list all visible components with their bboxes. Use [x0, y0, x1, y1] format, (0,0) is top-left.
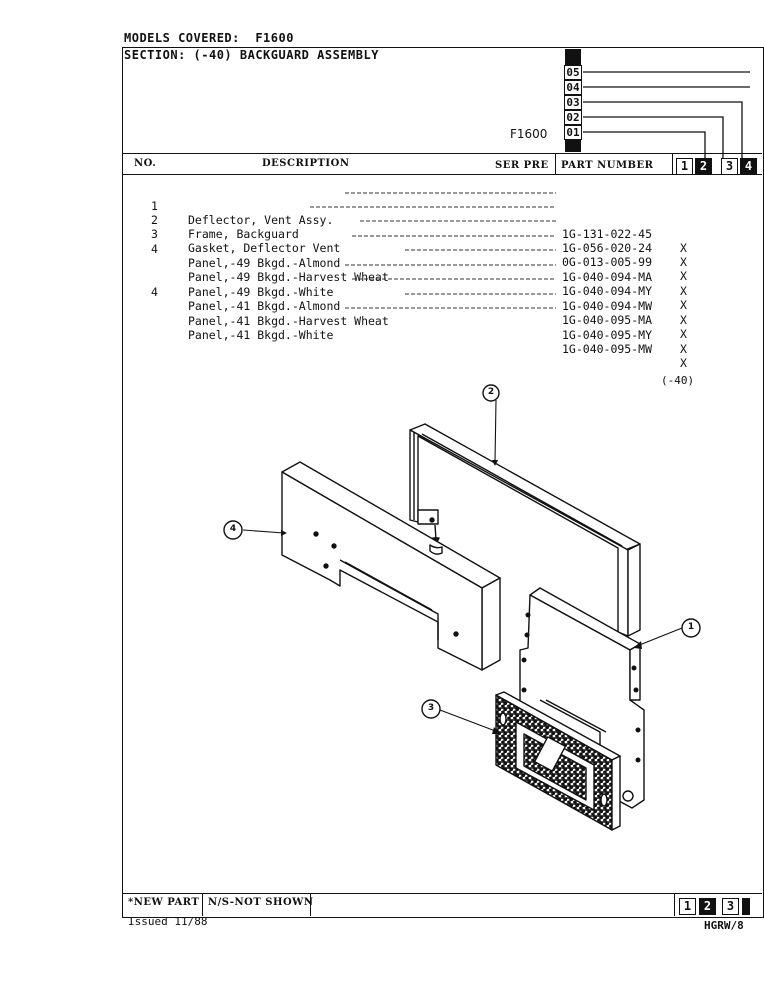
footer-col-2: 2 — [699, 898, 716, 915]
part-row: Panel,-49 Bkgd.-White 1G-040-094-MW X — [0, 257, 687, 341]
part-no: 3 — [151, 227, 158, 241]
part-mark: X — [680, 342, 687, 356]
part-description: Panel,-49 Bkgd.-Almond — [188, 256, 341, 270]
part-row: 4 Panel,-49 Bkgd.-Almond 1G-040-094-MA X — [0, 228, 687, 312]
part-row: Panel,-41 Bkgd.-Harvest Wheat 1G-040-095… — [0, 286, 687, 370]
models-covered: MODELS COVERED: F1600 — [124, 31, 294, 45]
part-number: 1G-040-094-MA — [562, 270, 653, 284]
footer-col-1: 1 — [679, 898, 696, 915]
col-description: DESCRIPTION — [262, 158, 350, 169]
part-row: 4 Panel,-41 Bkgd.-Almond 1G-040-095-MA X — [0, 271, 687, 355]
col-no: NO. — [134, 158, 157, 169]
part-mark: X — [680, 313, 687, 327]
panel-backguard-shape — [281, 461, 501, 671]
part-description: Panel,-49 Bkgd.-White — [188, 285, 334, 299]
part-row: 2 Frame, Backguard 1G-056-020-24 X — [0, 199, 687, 283]
col-divider-part — [672, 153, 673, 174]
part-row: Panel,-41 Bkgd.-White 1G-040-095-MW X — [0, 300, 687, 384]
footer-not-shown: N/S-NOT SHOWN — [208, 897, 314, 908]
header-rule-top — [122, 153, 762, 154]
part-description: Gasket, Deflector Vent — [188, 241, 341, 255]
matrix-bar-bottom — [565, 140, 581, 152]
part-mark: X — [680, 298, 687, 312]
col-divider-ser — [555, 153, 556, 174]
callout-2: 2 — [487, 387, 495, 397]
frame-backguard-shape — [409, 423, 641, 637]
footer-new-part: *NEW PART — [128, 897, 200, 908]
footer-divider-3 — [674, 893, 675, 916]
footer-divider-2 — [310, 893, 311, 916]
matrix-code-05: 05 — [564, 65, 582, 80]
footer-divider-1 — [202, 893, 203, 916]
callout-3: 3 — [427, 703, 435, 713]
part-description: Frame, Backguard — [188, 227, 299, 241]
part-number: 1G-131-022-45 — [562, 227, 653, 241]
part-number: 1G-040-095-MY — [562, 328, 653, 342]
part-description: Panel,-41 Bkgd.-Harvest Wheat — [188, 314, 389, 328]
part-description: Panel,-49 Bkgd.-Harvest Wheat — [188, 270, 389, 284]
diagram-section-ref: (-40) — [661, 374, 695, 387]
part-mark: X — [680, 284, 687, 298]
model-col-2: 2 — [695, 158, 712, 175]
model-label: F1600 — [510, 127, 548, 141]
part-number: 0G-013-005-99 — [562, 255, 653, 269]
footer-col-edge — [742, 898, 750, 915]
section-title: SECTION: (-40) BACKGUARD ASSEMBLY — [124, 48, 379, 62]
part-no: 4 — [151, 285, 158, 299]
part-row: 3 Gasket, Deflector Vent 0G-013-005-99 X — [0, 213, 687, 297]
footer-col-3: 3 — [722, 898, 739, 915]
matrix-bar-top — [565, 49, 581, 65]
model-col-1: 1 — [676, 158, 693, 175]
part-mark: X — [680, 327, 687, 341]
part-mark: X — [680, 269, 687, 283]
part-number: 1G-040-094-MY — [562, 284, 653, 298]
part-no: 2 — [151, 213, 158, 227]
part-number: 1G-056-020-24 — [562, 241, 653, 255]
part-description: Deflector, Vent Assy. — [188, 213, 334, 227]
matrix-code-01: 01 — [564, 125, 582, 140]
part-number: 1G-040-094-MW — [562, 299, 653, 313]
footer-issued: Issued 11/88 — [128, 915, 208, 928]
matrix-code-03: 03 — [564, 95, 582, 110]
matrix-code-02: 02 — [564, 110, 582, 125]
gasket-shape — [495, 691, 621, 831]
model-col-4: 4 — [740, 158, 757, 175]
part-mark: X — [680, 356, 687, 370]
part-mark: X — [680, 241, 687, 255]
part-no: 4 — [151, 242, 158, 256]
part-number: 1G-040-095-MA — [562, 313, 653, 327]
model-col-3: 3 — [721, 158, 738, 175]
part-description: Panel,-41 Bkgd.-White — [188, 328, 334, 342]
matrix-code-04: 04 — [564, 80, 582, 95]
footer-code: HGRW/8 — [704, 919, 744, 932]
col-part-number: PART NUMBER — [561, 160, 654, 171]
part-description: Panel,-41 Bkgd.-Almond — [188, 299, 341, 313]
part-no: 1 — [151, 199, 158, 213]
part-number: 1G-040-095-MW — [562, 342, 653, 356]
callout-1: 1 — [687, 622, 695, 632]
part-row: 1 Deflector, Vent Assy. 1G-131-022-45 X — [0, 185, 687, 269]
part-mark: X — [680, 255, 687, 269]
header-rule-bottom — [122, 174, 762, 175]
callout-4: 4 — [229, 524, 237, 534]
footer-rule — [122, 893, 762, 894]
part-row: Panel,-49 Bkgd.-Harvest Wheat 1G-040-094… — [0, 242, 687, 326]
col-ser-pre: SER PRE — [495, 160, 549, 171]
